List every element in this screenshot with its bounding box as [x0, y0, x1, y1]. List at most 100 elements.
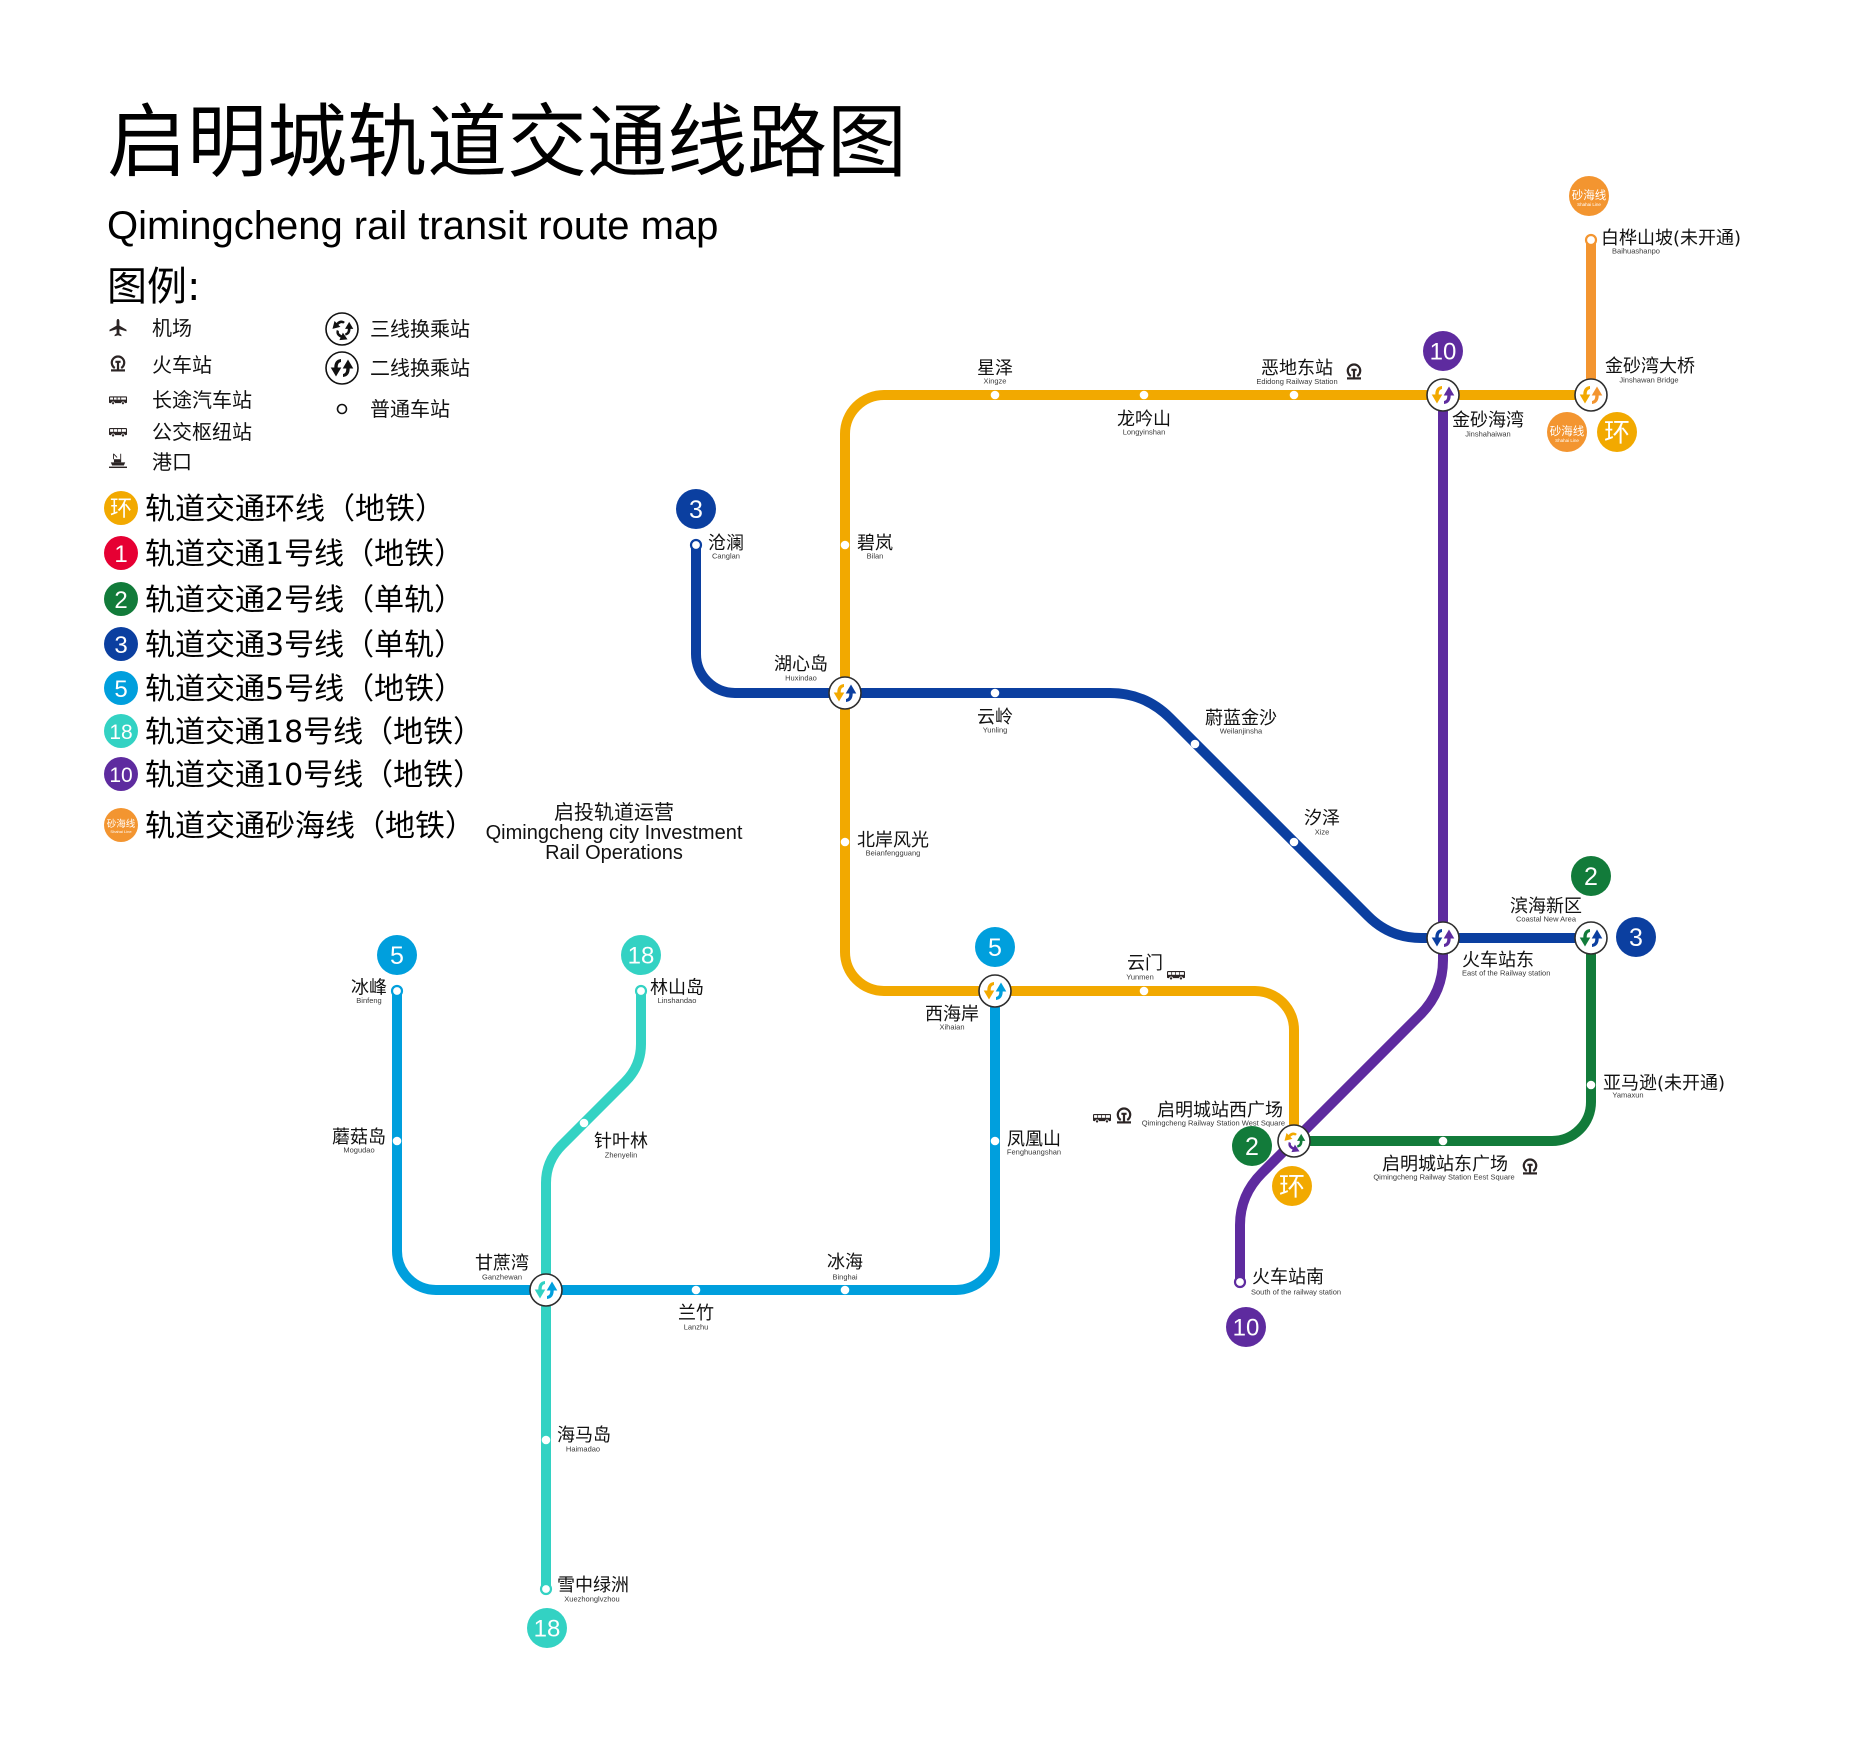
route-line-18: [541, 986, 646, 1594]
line-badge-text: 10: [109, 764, 132, 787]
line-badge-text: 环: [110, 497, 132, 522]
station-longyinshan: 龙吟山 Longyinshan: [1117, 390, 1171, 437]
map-badges: 3 10 砂海线 Shahai Line 砂海线 Shahai Line 环 2…: [377, 176, 1656, 1648]
badge-text: 2: [1584, 863, 1598, 891]
line-18-badge-linshandao: 18: [621, 935, 661, 975]
station-name-en: Edidong Railway Station: [1256, 377, 1337, 386]
line-badge-text: 2: [114, 587, 127, 614]
interchange-ring: [978, 974, 1012, 1008]
line-badge-text: 18: [109, 721, 132, 744]
line-badge: [104, 582, 138, 616]
station-name-cn: 蘑菇岛: [332, 1127, 386, 1148]
legend-label: 机场: [152, 316, 192, 340]
line-10-badge-south: 10: [1226, 1307, 1266, 1347]
legend-item-train-station: 火车站: [109, 353, 212, 377]
badge-text: 环: [1604, 419, 1630, 449]
station-beianfengguang: 北岸风光 Beianfengguang: [840, 830, 929, 858]
three-line-interchange-icon: [1277, 1124, 1311, 1158]
badge-circle: [377, 935, 417, 975]
station-ganzhewan: 甘蔗湾 Ganzhewan: [475, 1253, 563, 1307]
station-name-en: South of the railway station: [1251, 1288, 1341, 1297]
station-name-en: Zhenyelin: [605, 1151, 638, 1160]
station-weilanjinsha: 蔚蓝金沙 Weilanjinsha: [1190, 708, 1277, 749]
station-name-cn: 蔚蓝金沙: [1205, 708, 1277, 729]
legend-label: 火车站: [152, 353, 212, 377]
shahai-badge-north: 砂海线 Shahai Line: [1569, 176, 1609, 216]
badge-circle: [676, 489, 716, 529]
line-badge: [104, 627, 138, 661]
line-badge: [104, 808, 138, 842]
legend-item-airport: 机场: [109, 316, 192, 340]
legend-line-label: 轨道交通5号线（地铁）: [145, 672, 464, 707]
legend-line-label: 轨道交通砂海线（地铁）: [145, 809, 475, 844]
station-name-en: Beianfengguang: [866, 849, 921, 858]
route-ring: [840, 390, 1596, 1146]
station-name-cn: 亚马逊(未开通): [1603, 1073, 1725, 1094]
station-dot: [1586, 1080, 1596, 1090]
two-line-interchange-icon: [529, 1273, 563, 1307]
badge-text: 10: [1430, 339, 1457, 366]
terminal-station-dot: [689, 538, 703, 552]
station-name-cn: 白桦山坡(未开通): [1601, 228, 1741, 249]
station-dot: [579, 1118, 589, 1128]
interchange-ring: [529, 1273, 563, 1307]
station-lanzhu: 兰竹 Lanzhu: [678, 1285, 714, 1332]
ring-badge-bridge: 环: [1597, 412, 1637, 452]
three-line-interchange-icon: [325, 312, 359, 346]
station-dot: [1289, 390, 1299, 400]
station-linshandao: 林山岛 Linshandao: [634, 978, 704, 1005]
terminal-station-dot: [634, 984, 648, 998]
badge-text: 5: [390, 942, 404, 970]
station-name-en: Jinshawan Bridge: [1619, 376, 1678, 385]
station-name-en: Fenghuangshan: [1007, 1148, 1061, 1157]
line-badge: [104, 536, 138, 570]
badge-circle: [1232, 1126, 1272, 1166]
station-edidong: 恶地东站 Edidong Railway Station: [1256, 358, 1363, 400]
interchange-ring: [1426, 378, 1460, 412]
legend-item-bus-hub: 公交枢纽站: [108, 420, 252, 444]
station-name-en: Baihuashanpo: [1612, 247, 1660, 256]
badge-circle: [1616, 917, 1656, 957]
station-name-en: Qimingcheng Railway Station Eest Square: [1373, 1173, 1514, 1182]
station-name-cn: 北岸风光: [857, 830, 929, 851]
station-dot: [990, 1136, 1000, 1146]
legend-line-label: 轨道交通18号线（地铁）: [145, 715, 483, 750]
station-name-en: Canglan: [712, 552, 740, 561]
legend-label: 港口: [152, 450, 192, 474]
terminal-station-dot: [390, 984, 404, 998]
badge-subtext: Shahai Line: [1555, 438, 1579, 443]
legend-line-label: 轨道交通3号线（单轨）: [145, 628, 464, 663]
line-18-badge-south: 18: [527, 1608, 567, 1648]
station-binfeng: 冰峰 Binfeng: [351, 978, 404, 1005]
station-name-en: Ganzhewan: [482, 1273, 522, 1282]
badge-text: 10: [1233, 1315, 1260, 1342]
legend-item-coach-station: 长途汽车站: [108, 388, 252, 412]
legend-line-label: 轨道交通环线（地铁）: [145, 492, 445, 527]
line-2-badge-north: 2: [1571, 856, 1611, 896]
terminal-station-dot: [1584, 233, 1598, 247]
line-badge-text: 5: [114, 676, 127, 703]
station-dot: [990, 390, 1000, 400]
line-badge-subtext: Shahai Line: [110, 829, 132, 834]
station-name-en: Haimadao: [566, 1445, 600, 1454]
regular-station-icon: [336, 403, 348, 415]
station-name-cn: 冰峰: [351, 978, 387, 999]
operator-name-en-line1: Qimingcheng city Investment: [486, 822, 743, 844]
station-name-en: Linshandao: [658, 996, 697, 1005]
line-10-badge-north: 10: [1423, 331, 1463, 371]
badge-text: 3: [689, 496, 703, 524]
page-subtitle: Qimingcheng rail transit route map: [107, 204, 718, 248]
station-dot: [691, 1285, 701, 1295]
station-huxindao: 湖心岛 Huxindao: [774, 654, 862, 710]
legend-heading: 图例:: [107, 264, 200, 310]
station-name-en: Binghai: [832, 1273, 857, 1282]
station-xingze: 星泽 Xingze: [977, 358, 1013, 400]
badge-circle: [1569, 176, 1609, 216]
station-zhenyelin: 针叶林 Zhenyelin: [579, 1118, 648, 1160]
interchange-ring: [828, 676, 862, 710]
station-dot: [840, 837, 850, 847]
legend-line-label: 轨道交通1号线（地铁）: [145, 537, 464, 572]
station-name-en: Bilan: [867, 552, 884, 561]
